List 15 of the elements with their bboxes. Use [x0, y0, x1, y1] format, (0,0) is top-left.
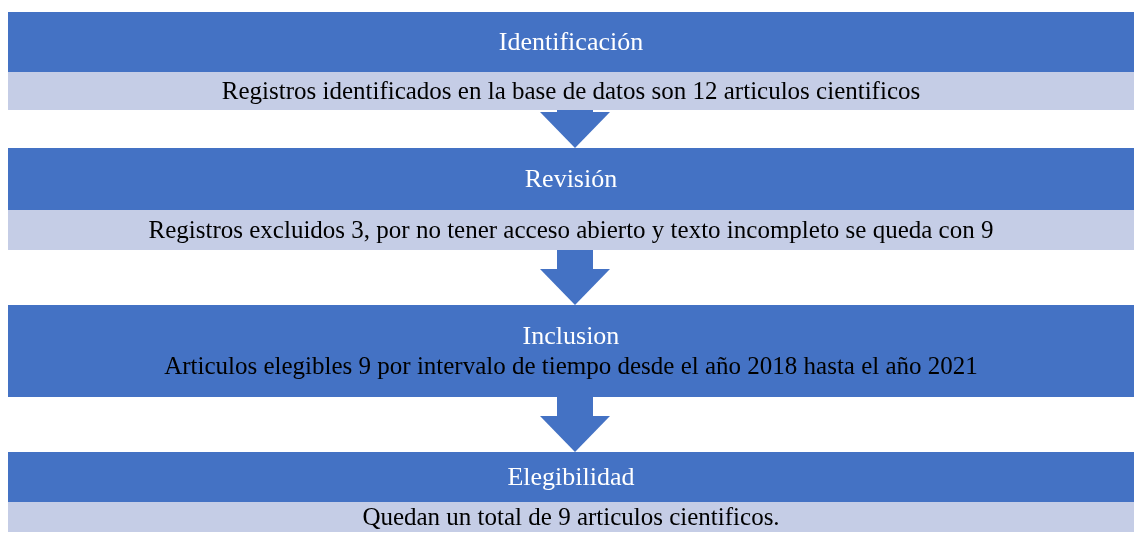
stage-heading: Elegibilidad — [506, 461, 636, 493]
stage-heading: Identificación — [497, 26, 645, 58]
stage-box — [8, 452, 1134, 532]
stage-description: Articulos elegibles 9 por intervalo de tiempo desde el año 2018 hasta el año 2021 — [163, 351, 979, 381]
stage-description: Registros identificados en la base de datos son 12 articulos cientificos — [8, 72, 1134, 110]
arrow — [540, 397, 610, 452]
stage-description: Quedan un total de 9 articulos cientificos. — [8, 502, 1134, 532]
stage-heading: Revisión — [523, 163, 619, 195]
stage-description: Registros excluidos 3, por no tener acceso abierto y texto incompleto se queda con 9 — [8, 210, 1134, 250]
stage-box — [8, 12, 1134, 110]
arrow — [540, 110, 610, 148]
stage-box — [8, 148, 1134, 250]
stage-heading: Inclusion — [521, 321, 621, 351]
stage-box — [8, 305, 1134, 397]
arrow — [540, 250, 610, 305]
